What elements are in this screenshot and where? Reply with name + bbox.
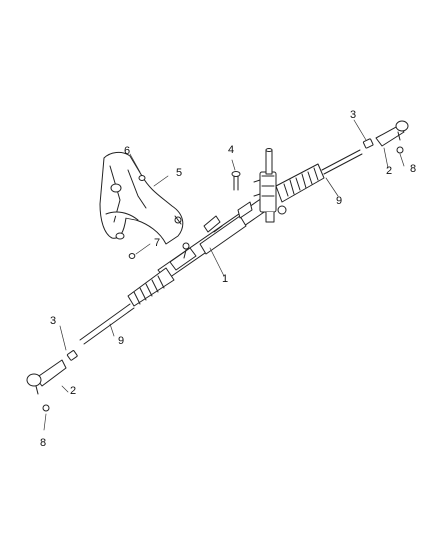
callout-2-right: 2 xyxy=(386,165,393,177)
callout-8-right: 8 xyxy=(410,163,417,175)
left-tie-rod xyxy=(79,303,135,345)
right-tie-rod-end xyxy=(362,120,409,154)
callout-8-left: 8 xyxy=(40,437,47,449)
callout-9-right: 9 xyxy=(336,195,343,207)
callout-5: 5 xyxy=(176,167,183,179)
callout-3-left: 3 xyxy=(50,315,57,327)
heat-shield xyxy=(99,151,184,245)
right-bellows-boot xyxy=(275,163,325,203)
callout-4: 4 xyxy=(228,144,235,156)
leader-lines xyxy=(43,119,405,431)
callout-2-left: 2 xyxy=(70,385,77,397)
mounting-bolt xyxy=(231,171,241,191)
callout-9-left: 9 xyxy=(118,335,125,347)
left-tie-rod-end xyxy=(26,350,78,412)
callout-7: 7 xyxy=(154,237,161,249)
shield-fasteners xyxy=(128,175,182,259)
callout-3-right: 3 xyxy=(350,109,357,121)
rack-housing xyxy=(157,197,271,281)
callout-1: 1 xyxy=(222,273,229,285)
left-bellows-boot xyxy=(127,267,175,307)
callout-6: 6 xyxy=(124,145,131,157)
right-tie-rod xyxy=(321,149,363,175)
